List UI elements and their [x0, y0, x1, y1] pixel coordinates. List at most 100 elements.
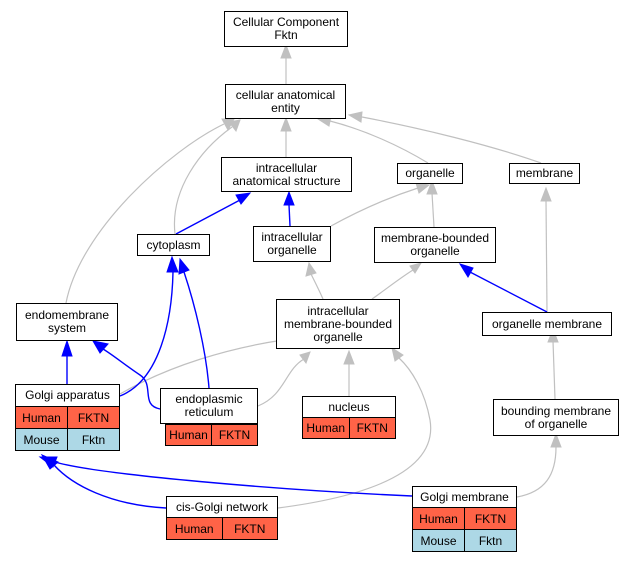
gene-row-human[interactable]: Human FKTN: [166, 517, 278, 540]
arrow-bmo-from-golgimem: [550, 432, 562, 448]
node-endoplasmic-reticulum[interactable]: endoplasmic reticulum: [160, 388, 258, 424]
node-label: entity: [271, 100, 300, 115]
arrow-cae-from-endomem: [221, 118, 235, 132]
gene-cell: FKTN: [349, 418, 395, 438]
node-label: membrane-bounded: [283, 316, 393, 331]
node-label: endoplasmic: [175, 392, 243, 406]
edge-cytoplasm-to-cae: [173, 126, 233, 235]
gene-row-human[interactable]: Human FKTN: [165, 424, 258, 446]
edge-io-to-organelle: [330, 187, 419, 227]
species-cell: Human: [413, 508, 465, 529]
node-bounding-membrane-of-organelle[interactable]: bounding membrane of organelle: [493, 399, 619, 436]
arrow-imbo-from-nucleus: [343, 349, 355, 365]
arrow-cytoplasm-from-er: [178, 257, 190, 275]
node-endomembrane-system[interactable]: endomembrane system: [16, 303, 118, 341]
gene-cell: FKTN: [68, 407, 119, 428]
node-cellular-anatomical-entity[interactable]: cellular anatomical entity: [225, 84, 346, 119]
node-membrane-bounded-organelle[interactable]: membrane-bounded organelle: [374, 227, 496, 263]
node-label: cytoplasm: [146, 237, 201, 252]
node-label: cellular anatomical: [235, 87, 336, 102]
gene-row-human[interactable]: Human FKTN: [302, 417, 396, 439]
node-cellular-component-fktn[interactable]: Cellular Component Fktn: [224, 11, 348, 47]
edge-golgimem-to-bmo: [516, 446, 557, 498]
node-cytoplasm[interactable]: cytoplasm: [137, 234, 210, 256]
edge-membrane-to-cae: [361, 116, 542, 164]
node-label: intracellular: [255, 160, 318, 175]
edge-er-to-cytoplasm: [183, 271, 210, 389]
edge-cytoplasm-to-ias: [175, 199, 241, 235]
edge-endomem-to-cae: [65, 123, 225, 304]
node-label: of organelle: [524, 416, 588, 431]
edge-golgi-to-cytoplasm: [119, 271, 174, 397]
arrow-cytoplasm-from-golgi: [166, 255, 179, 273]
arrow-io-from-imbo: [305, 261, 317, 277]
arrow-organelle-from-io: [415, 182, 431, 194]
gene-cell: Fktn: [465, 530, 516, 551]
edge-imbo-to-mbo: [371, 269, 414, 300]
arrow-endomem-from-golgi: [61, 339, 73, 357]
node-intracellular-anatomical-structure[interactable]: intracellular anatomical structure: [221, 157, 352, 192]
edge-er-to-imbo: [257, 358, 305, 407]
species-cell: Human: [167, 518, 223, 539]
arrow-ias-from-io: [283, 190, 295, 206]
node-label: system: [47, 321, 86, 335]
node-cis-golgi-network[interactable]: cis-Golgi network: [166, 496, 278, 518]
arrow-golgi-from-golgimem: [38, 456, 58, 468]
arrow-imbo-from-cis: [391, 346, 404, 362]
arrow-mbo-from-orgmem: [458, 263, 474, 278]
node-organelle[interactable]: organelle: [397, 163, 463, 184]
species-cell: Human: [303, 418, 350, 438]
node-golgi-apparatus[interactable]: Golgi apparatus: [15, 384, 120, 407]
node-intracellular-organelle[interactable]: intracellular organelle: [253, 226, 331, 262]
node-label: organelle: [267, 243, 317, 257]
node-label: reticulum: [184, 405, 234, 419]
node-label: endomembrane: [24, 308, 110, 322]
arrow-membrane-from-orgmem: [540, 186, 552, 202]
species-cell: Human: [166, 425, 212, 445]
node-label: organelle: [405, 166, 455, 180]
node-intracellular-membrane-bounded-organelle[interactable]: intracellular membrane-bounded organelle: [276, 299, 400, 349]
node-label: intracellular: [307, 303, 369, 318]
edge-golgimem-to-golgi: [54, 461, 413, 497]
node-label: Cellular Component: [232, 15, 340, 29]
node-label: cis-Golgi network: [175, 499, 269, 514]
arrow-mbo-from-imbo: [409, 262, 423, 274]
gene-row-mouse[interactable]: Mouse Fktn: [15, 428, 120, 451]
species-cell: Mouse: [413, 530, 465, 551]
gene-cell: FKTN: [465, 508, 516, 529]
species-cell: Human: [16, 407, 68, 428]
gene-cell: FKTN: [222, 518, 277, 539]
gene-cell: FKTN: [212, 425, 257, 445]
edge-cis-to-golgi: [53, 464, 167, 509]
node-label: Golgi membrane: [420, 489, 509, 504]
gene-row-mouse[interactable]: Mouse Fktn: [412, 529, 517, 552]
node-label: nucleus: [328, 399, 370, 414]
species-cell: Mouse: [16, 429, 68, 450]
edge-orgmem-to-mbo: [469, 271, 548, 313]
edge-golgi-to-imbo: [119, 339, 284, 395]
arrow-imbo-from-er: [299, 351, 311, 365]
edge-orgmem-to-membrane: [545, 199, 548, 313]
edge-organelle-to-cae: [329, 120, 429, 164]
node-label: anatomical structure: [232, 173, 341, 188]
node-label: membrane-bounded: [380, 231, 490, 245]
arrow-root: [280, 43, 292, 59]
arrow-organelle-from-mbo: [426, 179, 438, 195]
node-label: organelle membrane: [491, 316, 603, 331]
gene-row-human[interactable]: Human FKTN: [15, 406, 120, 429]
gene-row-human[interactable]: Human FKTN: [412, 507, 517, 530]
node-label: Fktn: [274, 28, 298, 42]
node-membrane[interactable]: membrane: [509, 163, 580, 184]
node-label: membrane: [515, 166, 574, 180]
node-label: bounding membrane: [500, 403, 612, 418]
node-organelle-membrane[interactable]: organelle membrane: [482, 312, 612, 336]
edge-cis-to-imbo: [277, 357, 432, 509]
edge-bmo-to-orgmem: [552, 340, 556, 400]
node-nucleus[interactable]: nucleus: [302, 396, 396, 418]
node-label: Golgi apparatus: [25, 388, 110, 402]
node-golgi-membrane[interactable]: Golgi membrane: [412, 486, 517, 508]
edge-imbo-to-io: [310, 273, 324, 300]
edge-mbo-to-organelle: [431, 192, 435, 228]
